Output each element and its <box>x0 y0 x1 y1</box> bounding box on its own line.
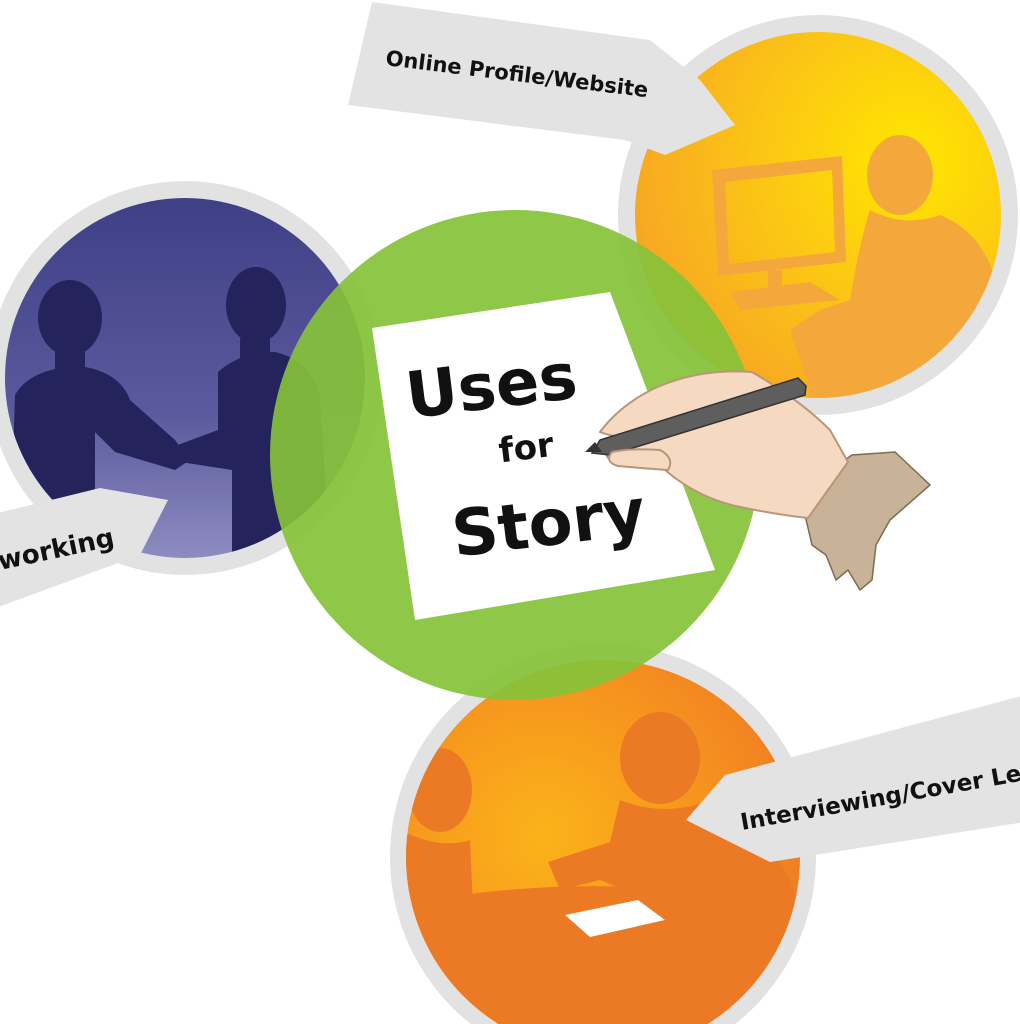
title-line-for: for <box>497 425 557 471</box>
story-paper: Uses for Story <box>372 292 715 620</box>
hand-with-pen-icon <box>585 370 932 592</box>
networking-label: working <box>0 488 168 607</box>
paper-on-desk-icon <box>565 900 665 937</box>
interviewing-label: Interviewing/Cover Le <box>686 696 1020 862</box>
online-profile-label: Online Profile/Website <box>348 2 735 155</box>
interviewing-circle <box>390 644 816 1024</box>
